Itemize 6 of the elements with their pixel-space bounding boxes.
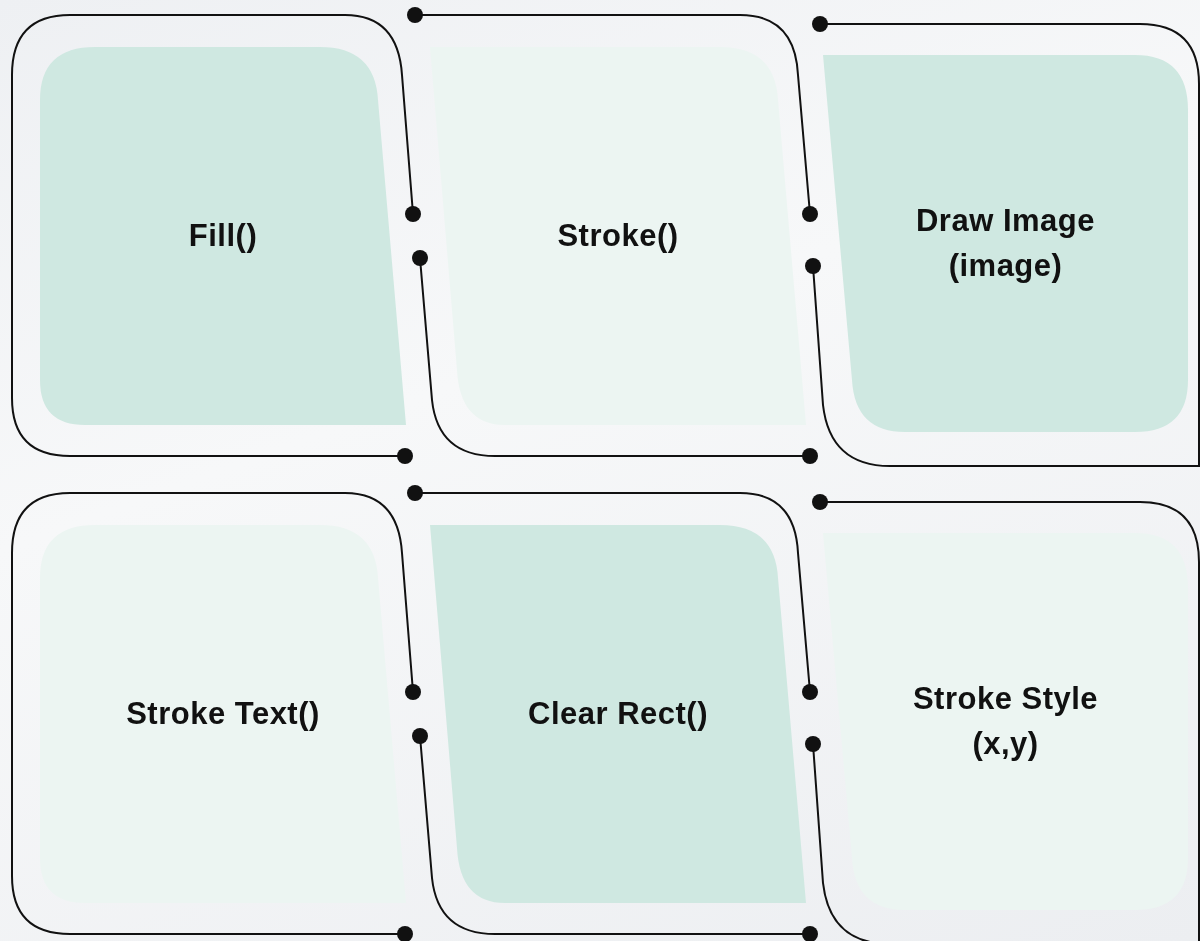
tile-label: Stroke Style (x,y) — [911, 679, 1100, 763]
tile-label: Fill() — [188, 216, 258, 255]
tile-label: Draw Image (image) — [915, 201, 1096, 285]
tile-label: Stroke Text() — [126, 694, 320, 733]
tile-label: Clear Rect() — [528, 694, 708, 733]
tile-label: Stroke() — [557, 216, 679, 255]
